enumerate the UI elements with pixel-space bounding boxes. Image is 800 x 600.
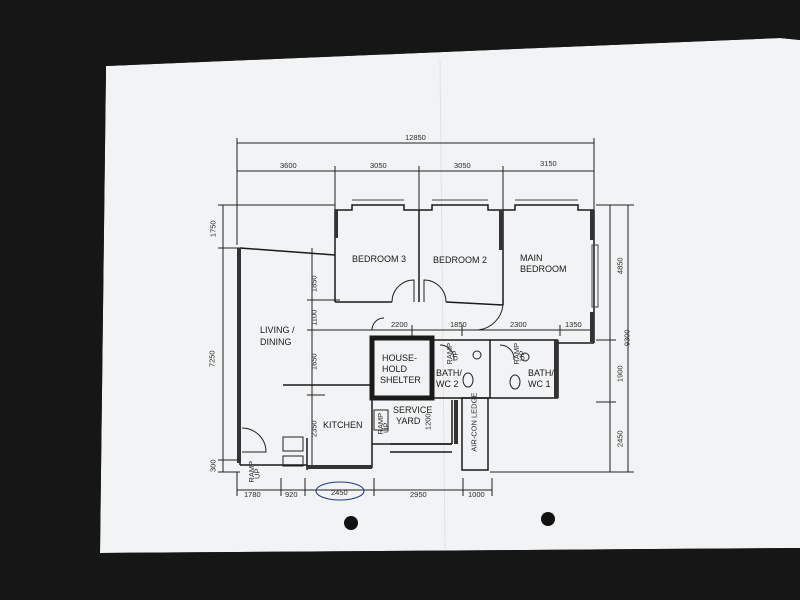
dim-mid-4: 1350 xyxy=(565,320,582,329)
dim-bot-5: 1000 xyxy=(468,490,485,499)
dim-top-2: 3050 xyxy=(370,161,387,170)
label-aircon-ledge: AIR-CON LEDGE xyxy=(469,392,479,452)
dim-bot-1: 1780 xyxy=(244,490,261,499)
dim-inner-3: 1650 xyxy=(309,353,319,371)
dim-top-3: 3050 xyxy=(454,161,471,170)
label-shelter-line2: HOLD xyxy=(382,364,408,374)
label-bath-1-line1: BATH/ xyxy=(528,368,554,378)
dim-right-1: 4850 xyxy=(615,257,625,275)
dim-inner-2: 1100 xyxy=(309,309,319,326)
fixtures xyxy=(282,350,530,467)
dim-mid-2: 1850 xyxy=(450,320,467,329)
label-bath-1-line2: WC 1 xyxy=(528,379,551,389)
dim-top-4: 3150 xyxy=(540,159,557,168)
punch-hole-right xyxy=(541,512,555,526)
paper-sheet xyxy=(100,38,800,553)
dim-bot-4: 2950 xyxy=(410,490,427,499)
dim-inner-4: 2350 xyxy=(309,420,319,438)
dim-inner-1: 1850 xyxy=(309,275,319,293)
label-bath-2-line1: BATH/ xyxy=(436,368,462,378)
label-service-yard-line2: YARD xyxy=(396,416,421,426)
dim-bot-3: 2450 xyxy=(331,488,348,497)
label-up-entrance: UP xyxy=(252,468,262,479)
door-swings xyxy=(241,279,515,453)
label-shelter-line3: SHELTER xyxy=(380,375,421,385)
dim-left-1: 1750 xyxy=(208,220,218,238)
label-up-bath2: UP xyxy=(450,350,460,361)
dim-mid-3: 2300 xyxy=(510,320,527,329)
label-kitchen: KITCHEN xyxy=(323,420,363,430)
label-up-service: UP xyxy=(381,422,391,433)
label-shelter-line1: HOUSE- xyxy=(382,353,418,363)
label-living-line2: DINING xyxy=(260,337,292,347)
dim-right-3: 2450 xyxy=(615,430,625,448)
label-bedroom-3: BEDROOM 3 xyxy=(352,254,407,264)
dim-bot-2: 920 xyxy=(285,490,298,499)
pen-annotation-circle xyxy=(315,481,365,501)
dim-mid-1: 2200 xyxy=(391,320,408,329)
dim-top-total: 12850 xyxy=(405,133,426,142)
punch-hole-left xyxy=(344,516,358,530)
label-service-yard-line1: SERVICE xyxy=(393,405,433,415)
label-bedroom-2: BEDROOM 2 xyxy=(433,255,488,265)
paper-fold xyxy=(439,59,446,549)
label-main-bedroom-line2: BEDROOM xyxy=(520,264,567,274)
label-bath-2-line2: WC 2 xyxy=(436,379,459,389)
dim-service-yard-depth: 1200 xyxy=(423,413,433,431)
dim-right-total: 9300 xyxy=(622,329,632,347)
label-living-line1: LIVING / xyxy=(260,325,295,335)
dim-top-1: 3600 xyxy=(280,161,297,170)
dim-left-2: 7250 xyxy=(207,350,217,368)
label-main-bedroom-line1: MAIN xyxy=(520,253,543,263)
dim-left-3: 300 xyxy=(208,459,218,473)
label-up-bath1: UP xyxy=(517,350,527,361)
dim-right-2: 1900 xyxy=(615,365,625,383)
